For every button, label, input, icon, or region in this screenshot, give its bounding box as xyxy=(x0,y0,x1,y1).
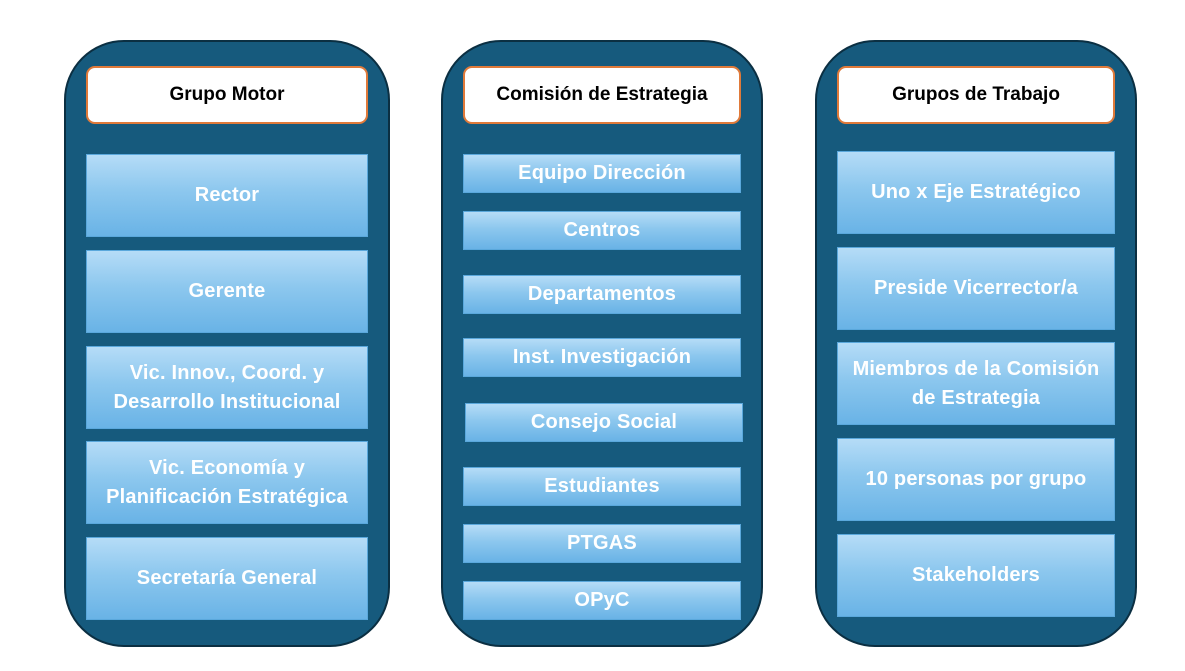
column-title: Grupos de Trabajo xyxy=(837,66,1115,124)
list-item-departamentos: Departamentos xyxy=(463,275,741,314)
list-item-vic-economia: Vic. Economía y Planificación Estratégic… xyxy=(86,441,368,524)
list-item-equipo-direccion: Equipo Dirección xyxy=(463,154,741,193)
column-comision-estrategia: Comisión de Estrategia Equipo Dirección … xyxy=(441,40,763,647)
list-item-centros: Centros xyxy=(463,211,741,250)
list-item-rector: Rector xyxy=(86,154,368,237)
list-item-inst-investigacion: Inst. Investigación xyxy=(463,338,741,377)
column-title: Grupo Motor xyxy=(86,66,368,124)
list-item-gerente: Gerente xyxy=(86,250,368,333)
list-item-consejo-social: Consejo Social xyxy=(465,403,743,442)
list-item-estudiantes: Estudiantes xyxy=(463,467,741,506)
column-grupos-trabajo: Grupos de Trabajo Uno x Eje Estratégico … xyxy=(815,40,1137,647)
list-item-opyc: OPyC xyxy=(463,581,741,620)
list-item-ptgas: PTGAS xyxy=(463,524,741,563)
column-grupo-motor: Grupo Motor Rector Gerente Vic. Innov., … xyxy=(64,40,390,647)
list-item-miembros: Miembros de la Comisión de Estrategia xyxy=(837,342,1115,425)
column-title: Comisión de Estrategia xyxy=(463,66,741,124)
list-item-secretaria: Secretaría General xyxy=(86,537,368,620)
list-item-vic-innov: Vic. Innov., Coord. y Desarrollo Institu… xyxy=(86,346,368,429)
list-item-10-personas: 10 personas por grupo xyxy=(837,438,1115,521)
list-item-preside: Preside Vicerrector/a xyxy=(837,247,1115,330)
list-item-stakeholders: Stakeholders xyxy=(837,534,1115,617)
list-item-uno-x-eje: Uno x Eje Estratégico xyxy=(837,151,1115,234)
